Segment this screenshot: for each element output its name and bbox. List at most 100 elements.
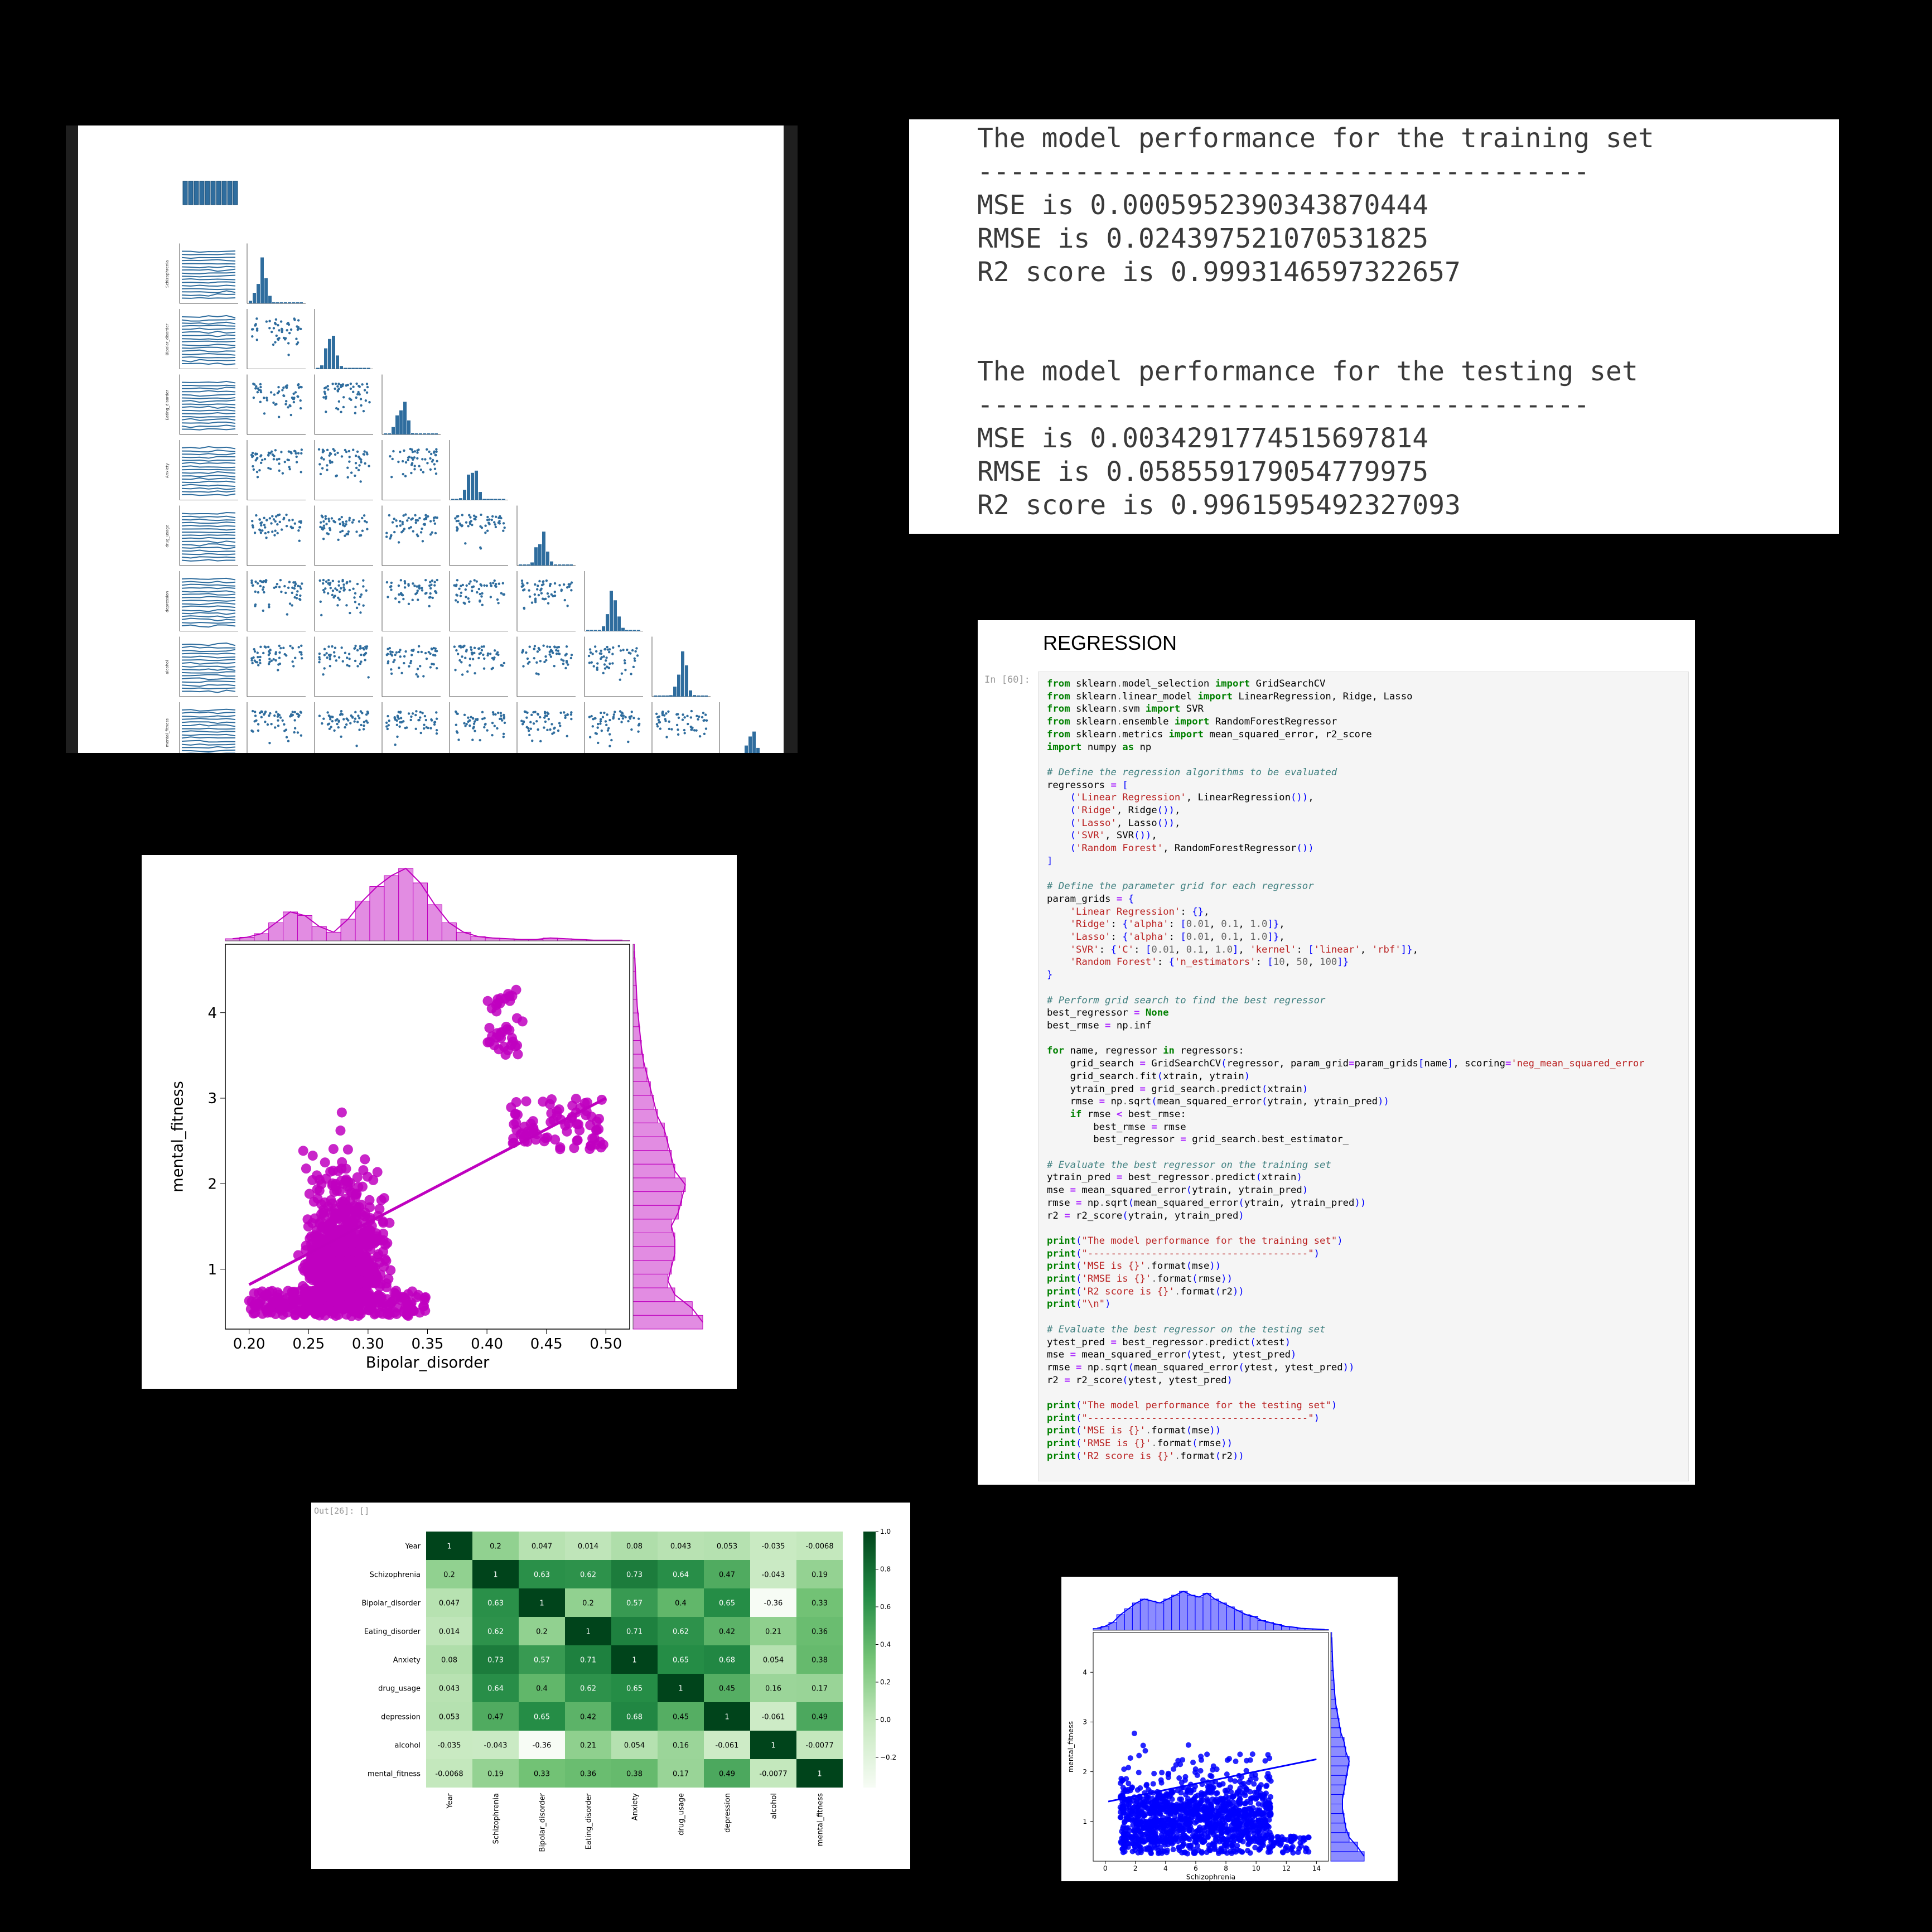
scatter-point [348,519,351,521]
scatter-point [277,323,279,327]
scatter-point [365,719,368,722]
scatter-point [473,651,476,655]
cell-prompt: In [60]: [984,674,1030,685]
scatter-point [333,729,336,732]
scatter-point [340,709,343,713]
cell-value: 0.21 [580,1742,596,1750]
marginal-bar [384,875,399,941]
pair-cell [314,309,373,369]
pair-cell: Bipolar_disorder [165,309,238,369]
scatter-point [365,521,368,524]
code-editor[interactable]: from sklearn.model_selection import Grid… [1038,672,1689,1481]
scatter-point [337,400,341,403]
scatter-point [354,405,357,408]
scatter-point [429,596,432,599]
scatter-point [600,649,602,653]
scatter-point [521,1096,532,1107]
scatter-point [415,673,418,676]
hist-bar [316,368,320,369]
scatter-point [493,521,496,524]
scatter-point [408,665,410,668]
scatter-point [330,715,332,718]
scatter-point [268,603,271,606]
scatter-point [292,665,295,668]
cell-value: 1 [586,1628,590,1636]
heatmap-cell [472,1560,519,1588]
year-series-line [181,446,236,450]
scatter-point [399,711,402,714]
scatter-point [564,716,567,719]
marginal-bar [1124,1609,1133,1631]
year-series-line [181,518,236,521]
scatter-point [421,589,424,592]
scatter-point [624,661,626,665]
x-tick-label: 12 [1282,1865,1291,1872]
scatter-point [296,328,300,331]
pair-cell [314,571,373,631]
scatter-point [602,655,605,658]
cell-value: 0.33 [812,1600,828,1608]
scatter-point [459,595,462,597]
marginal-bar [632,1122,665,1137]
year-series-line [181,461,236,465]
scatter-point [423,523,426,526]
scatter-point [481,603,484,606]
hist-bar [210,181,216,205]
scatter-point [461,673,464,676]
scatter-point [345,723,348,726]
scatter-point [484,532,487,534]
scatter-point [252,465,254,468]
scatter-point [1132,1836,1138,1842]
scatter-point [1199,1850,1205,1856]
scatter-point [527,729,530,732]
scatter-point [260,716,263,718]
scatter-point [502,735,505,738]
pair-cell: Anxiety [165,440,238,500]
scatter-point [327,714,330,717]
scatter-point [340,384,342,387]
scatter-point [254,603,257,606]
cell-value: 0.19 [812,1571,828,1580]
scatter-point [252,468,255,471]
scatter-point [500,516,503,520]
scatter-point [302,1266,312,1276]
hist-bar [610,591,613,631]
scatter-point [345,450,348,453]
scatter-point [253,648,255,651]
scatter-point [331,593,334,597]
scatter-point [300,520,302,523]
scatter-point [435,448,438,451]
scatter-point [602,672,605,674]
scatter-point [1147,1810,1153,1817]
scatter-point [1206,1846,1212,1852]
marginal-bar [1179,1591,1188,1631]
scatter-point [534,583,537,586]
cell-value: 1 [493,1571,498,1580]
year-series-line [181,609,236,612]
scatter-point [278,469,281,472]
row-label: drug_usage [378,1685,421,1693]
scatter-point [399,655,402,658]
year-series-line [181,456,236,459]
scatter-point [436,578,439,582]
scatter-point [291,646,294,649]
scatter-point [1154,1823,1160,1829]
scatter-point [572,1136,582,1146]
scatter-point [488,523,491,525]
scatter-point [294,452,297,455]
scatter-point [529,721,532,723]
scatter-point [383,1273,394,1284]
scatter-point [285,513,288,516]
scatter-point [258,711,262,714]
scatter-point [681,718,684,721]
y-tick-label: 4 [207,1005,217,1022]
scatter-point [513,1049,523,1060]
scatter-point [291,527,293,529]
cell-value: 0.38 [812,1656,828,1665]
hist-bar [264,278,268,303]
scatter-point [434,532,437,535]
year-series-line [181,268,236,272]
cell-value: 0.054 [624,1742,645,1750]
hist-bar [519,564,522,566]
